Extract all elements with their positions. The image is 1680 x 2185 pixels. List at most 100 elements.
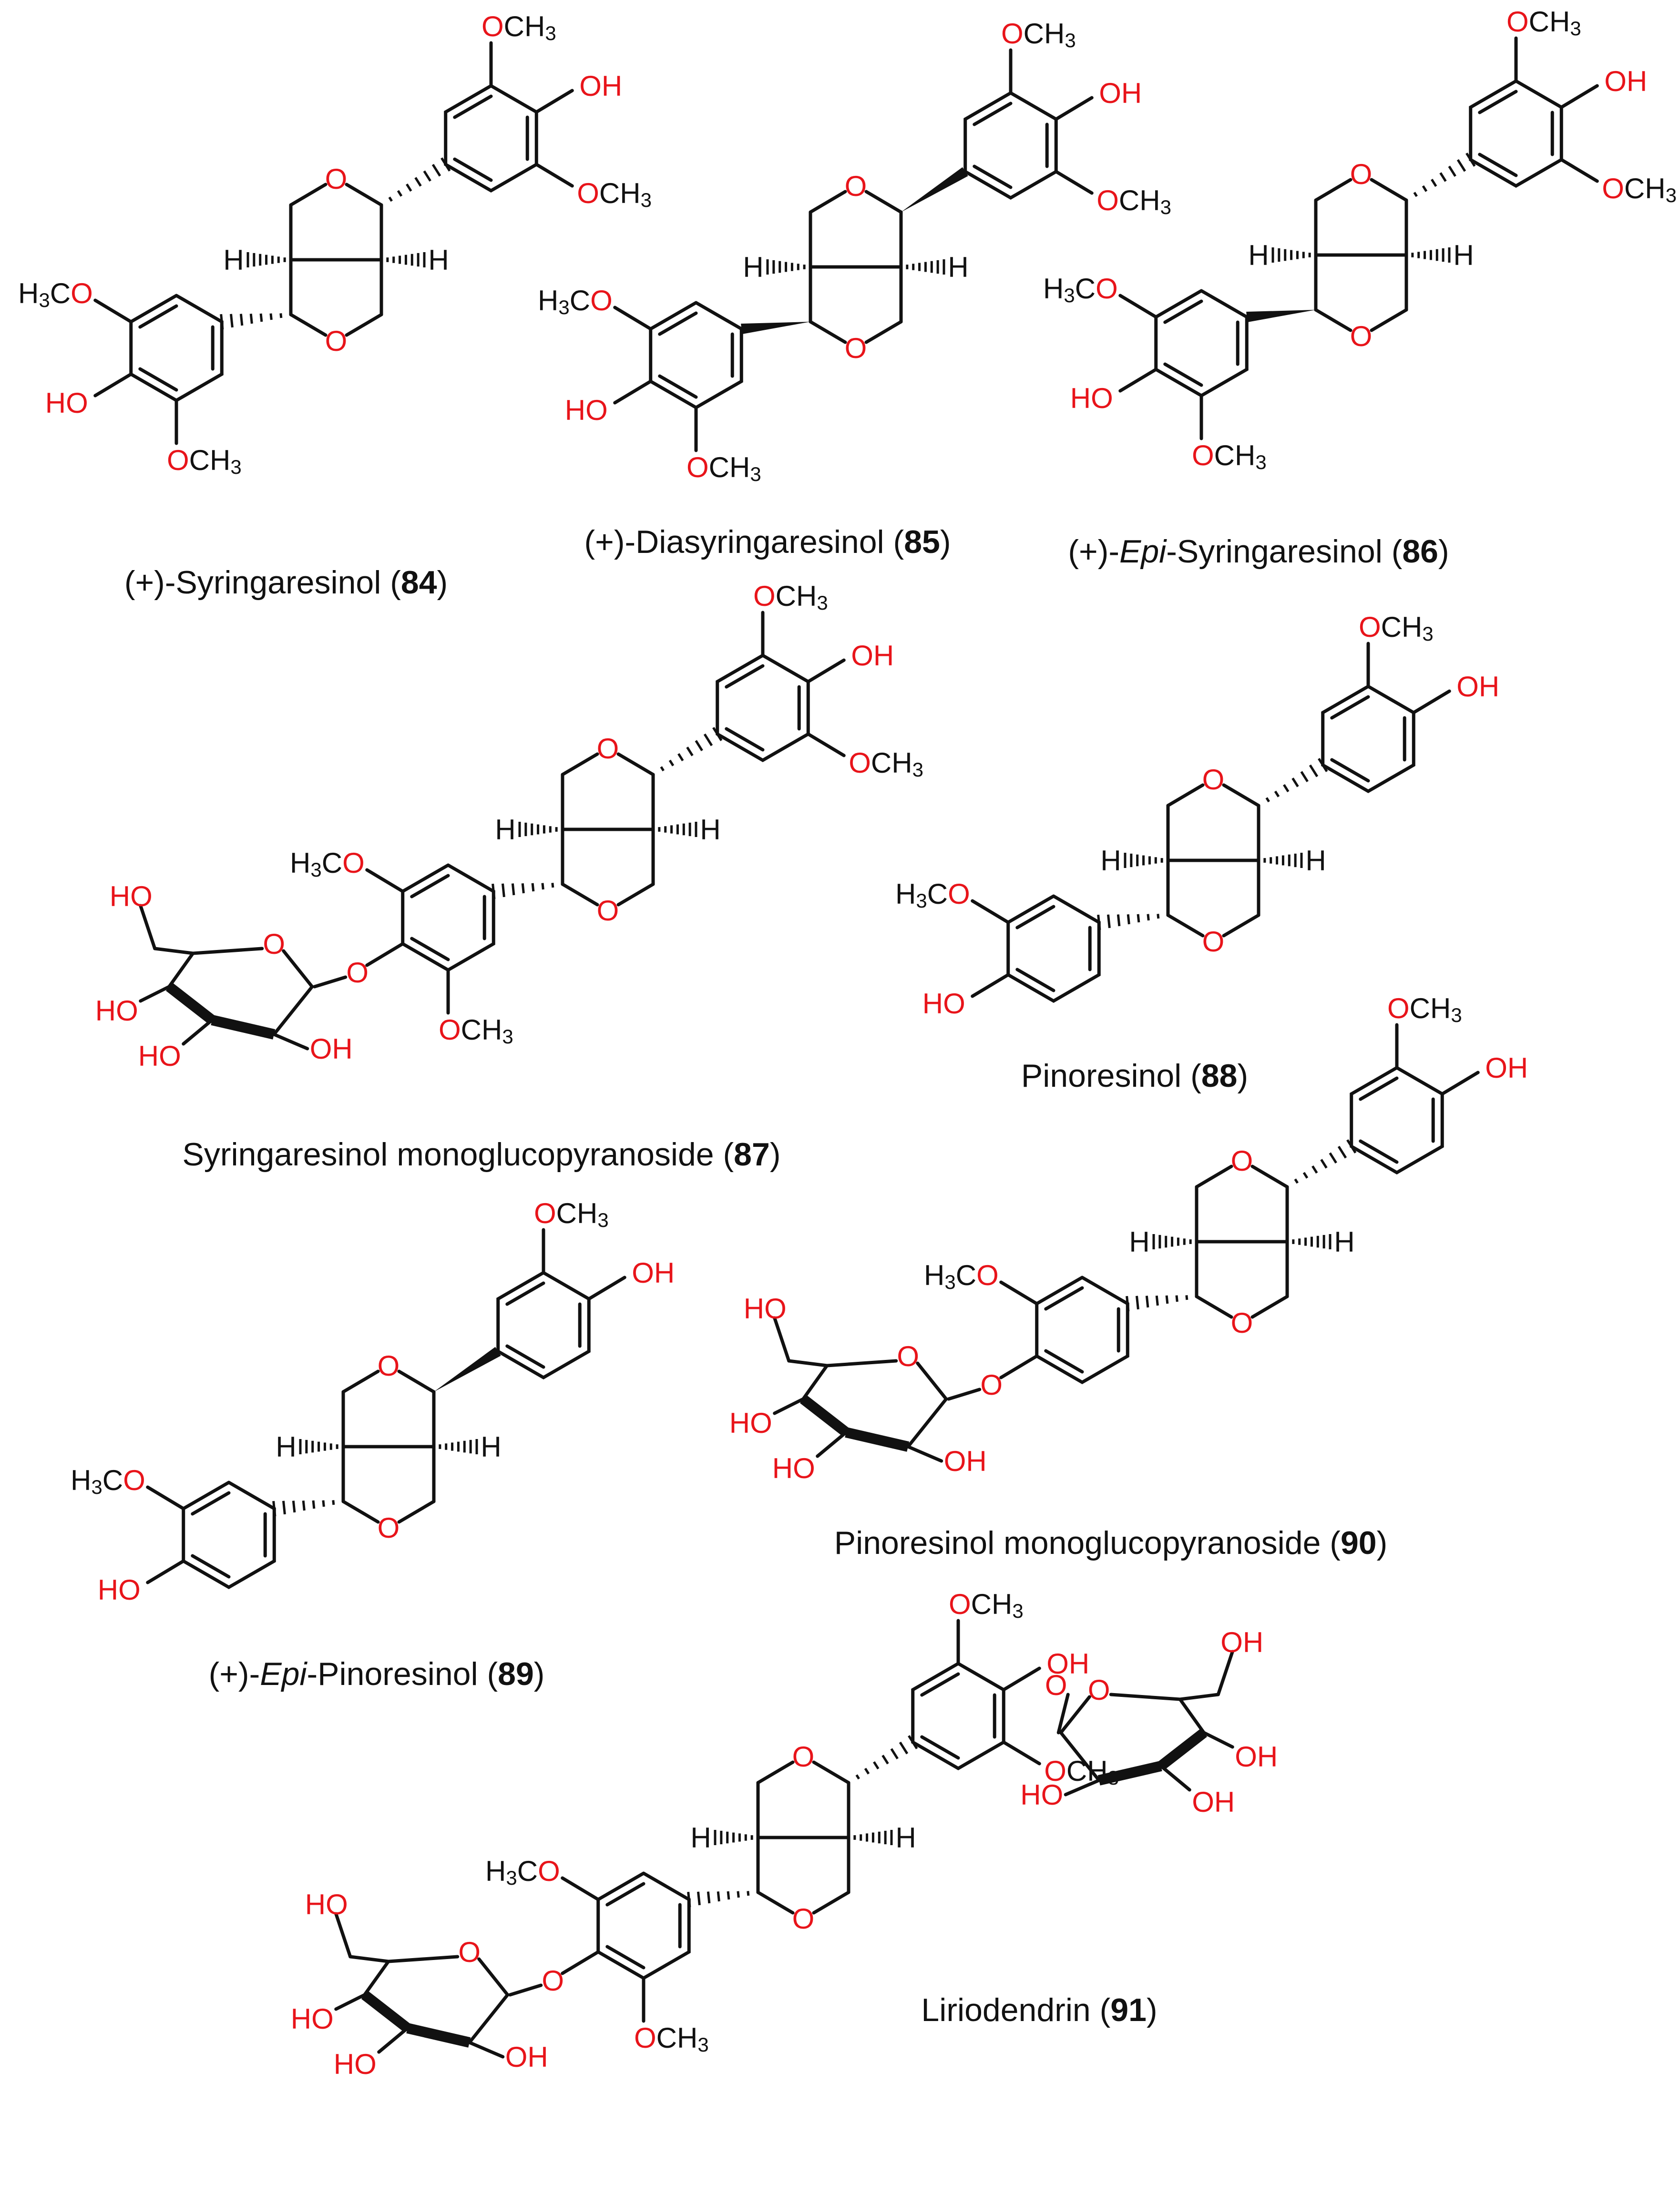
bond	[182, 1018, 214, 1046]
bond	[587, 1276, 626, 1301]
bond	[345, 183, 383, 207]
hashed-bond	[658, 822, 697, 837]
bond	[1440, 1071, 1480, 1096]
methoxy-label: OCH3	[1387, 992, 1462, 1026]
bond	[561, 1876, 600, 1901]
aromatic-double-bond	[605, 1882, 645, 1907]
bond	[348, 1955, 390, 1963]
glycosidic-oxygen: O	[346, 957, 369, 989]
compound-number: 86	[1402, 533, 1438, 570]
bond	[289, 313, 328, 337]
hydroxyl-label: HO	[772, 1452, 815, 1484]
methoxy-label: OCH3	[686, 451, 761, 485]
hashed-bond	[1126, 1295, 1188, 1312]
hashed-bond	[220, 313, 283, 330]
benzene-ring	[1350, 1066, 1444, 1175]
methoxy-label: H3CO	[71, 1464, 145, 1498]
hydrogen-label: H	[276, 1431, 296, 1463]
hydroxyl-label: HO	[98, 1574, 141, 1606]
hydrogen-label: H	[1248, 239, 1269, 271]
compound-name: Syringaresinol monoglucopyranoside (87)	[183, 1136, 781, 1173]
benzene-ring	[444, 84, 538, 193]
hashed-bond	[660, 727, 723, 772]
hydroxyl-label: HO	[305, 1889, 348, 1920]
aromatic-double-bond	[725, 664, 765, 689]
hydrogen-label: H	[495, 814, 515, 846]
ring-oxygen: O	[792, 1741, 815, 1773]
hydroxyl-label: OH	[579, 70, 622, 102]
hydrogen-label: H	[690, 1822, 711, 1854]
hashed-bond	[1265, 758, 1328, 803]
bond	[906, 1397, 948, 1449]
bond	[947, 1388, 982, 1401]
methoxy-label: OCH3	[753, 580, 828, 614]
bond	[139, 985, 171, 1003]
hashed-bond	[299, 1439, 338, 1454]
ring-oxygen: O	[378, 1512, 400, 1544]
hydroxyl-label: HO	[1020, 1779, 1063, 1811]
bond	[1370, 178, 1408, 202]
bond	[191, 947, 264, 955]
ring-oxygen: O	[325, 325, 348, 357]
bond	[468, 2041, 505, 2059]
hydrogen-label: H	[948, 251, 968, 283]
bond	[334, 1912, 352, 1959]
methoxy-label: OCH3	[849, 747, 923, 781]
bond	[365, 942, 405, 967]
aromatic-double-bond	[1330, 758, 1370, 783]
methoxy-label: OCH3	[1192, 439, 1267, 473]
aromatic-double-bond	[1015, 968, 1055, 992]
bond	[341, 1369, 380, 1394]
hydroxyl-label: HO	[291, 2003, 334, 2035]
bond	[165, 982, 215, 1024]
methoxy-label: OCH3	[167, 444, 242, 478]
ring-oxygen: O	[845, 170, 867, 202]
bond	[971, 899, 1010, 924]
hydroxyl-label: HO	[922, 988, 965, 1020]
hydrogen-label: H	[223, 244, 244, 276]
bond	[756, 1760, 795, 1785]
compound-name: (+)-Epi-Pinoresinol (89)	[209, 1656, 545, 1692]
bond	[146, 1485, 185, 1511]
bond	[999, 1354, 1039, 1379]
bond	[773, 1397, 805, 1415]
bond	[139, 904, 157, 950]
aromatic-double-bond	[138, 304, 178, 329]
hydrogen-label: H	[428, 244, 449, 276]
bond	[1202, 1731, 1234, 1749]
aromatic-double-bond	[453, 157, 493, 182]
ring-oxygen: O	[1202, 764, 1225, 796]
bond	[1002, 1666, 1041, 1692]
bond	[1412, 689, 1451, 715]
aromatic-double-bond	[1478, 90, 1518, 114]
bond	[534, 89, 574, 114]
aromatic-double-bond	[1359, 1139, 1399, 1164]
bond	[1195, 1164, 1233, 1189]
ring-oxygen: O	[1350, 320, 1373, 352]
glycosidic-oxygen: O	[542, 1965, 564, 1997]
aromatic-double-bond	[658, 311, 698, 336]
aromatic-double-bond	[1478, 153, 1518, 177]
glycosidic-oxygen: O	[980, 1369, 1003, 1401]
bond	[1109, 1693, 1182, 1701]
compound-number: 89	[498, 1656, 534, 1692]
ring-oxygen: O	[597, 895, 619, 927]
bond	[1216, 1650, 1234, 1696]
methoxy-label: OCH3	[577, 177, 652, 211]
hydroxyl-label: OH	[505, 2041, 548, 2073]
hydroxyl-label: HO	[138, 1040, 181, 1072]
aromatic-double-bond	[1015, 905, 1055, 929]
hydroxyl-label: HO	[334, 2048, 377, 2080]
bond	[1195, 1295, 1233, 1319]
methoxy-label: H3CO	[290, 847, 365, 881]
bond	[809, 190, 847, 214]
benzene-ring	[129, 294, 224, 403]
hashed-bond	[388, 157, 451, 202]
bond	[341, 1500, 380, 1524]
bond	[1314, 308, 1352, 332]
methoxy-label: H3CO	[924, 1259, 999, 1293]
